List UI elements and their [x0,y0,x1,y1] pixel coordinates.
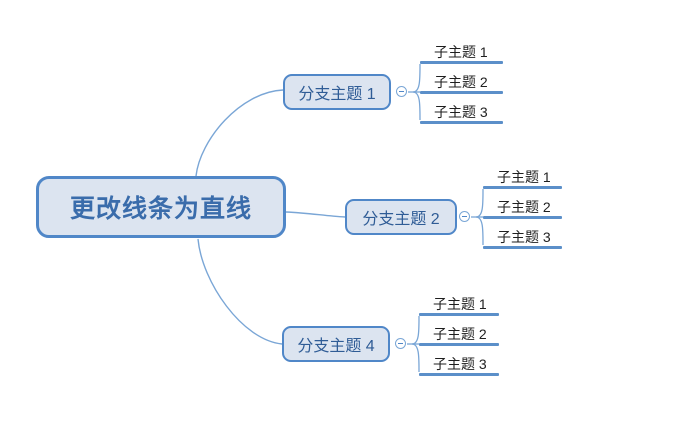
leaf-underline [420,121,503,124]
leaf-underline [419,373,499,376]
connector-branch-1-to-leaf-1 [412,64,421,93]
connector-branch-4-to-leaf-1 [411,316,420,345]
leaf-label: 子主题 3 [497,229,551,245]
branch-topic-node-2[interactable]: 分支主题 2 [345,199,457,235]
leaf-label: 子主题 1 [497,169,551,185]
leaf-underline [420,91,503,94]
leaf-label: 子主题 2 [434,74,488,90]
leaf-label: 子主题 2 [497,199,551,215]
connector-branch-2-to-leaf-1 [475,189,484,218]
leaf-underline [483,246,562,249]
leaf-underline [419,313,499,316]
central-topic-node[interactable]: 更改线条为直线 [36,176,286,238]
leaf-underline [483,216,562,219]
branch-topic-node-4[interactable]: 分支主题 4 [282,326,390,362]
collapse-toggle-branch-2[interactable] [459,211,470,222]
connector-central-to-branch-4 [197,238,283,345]
collapse-toggle-branch-4[interactable] [395,338,406,349]
leaf-underline [420,61,503,64]
connector-branch-4-to-leaf-3 [411,343,420,372]
leaf-label: 子主题 2 [433,326,487,342]
branch-topic-node-1[interactable]: 分支主题 1 [283,74,391,110]
collapse-toggle-branch-1[interactable] [396,86,407,97]
connector-branch-2-to-leaf-3 [475,216,484,245]
leaf-label: 子主题 3 [433,356,487,372]
leaf-label: 子主题 3 [434,104,488,120]
leaf-underline [483,186,562,189]
connector-branch-1-to-leaf-3 [412,91,421,120]
connector-central-to-branch-2 [285,211,346,218]
leaf-label: 子主题 1 [433,296,487,312]
leaf-underline [419,343,499,346]
leaf-label: 子主题 1 [434,44,488,60]
connector-central-to-branch-1 [195,89,284,177]
